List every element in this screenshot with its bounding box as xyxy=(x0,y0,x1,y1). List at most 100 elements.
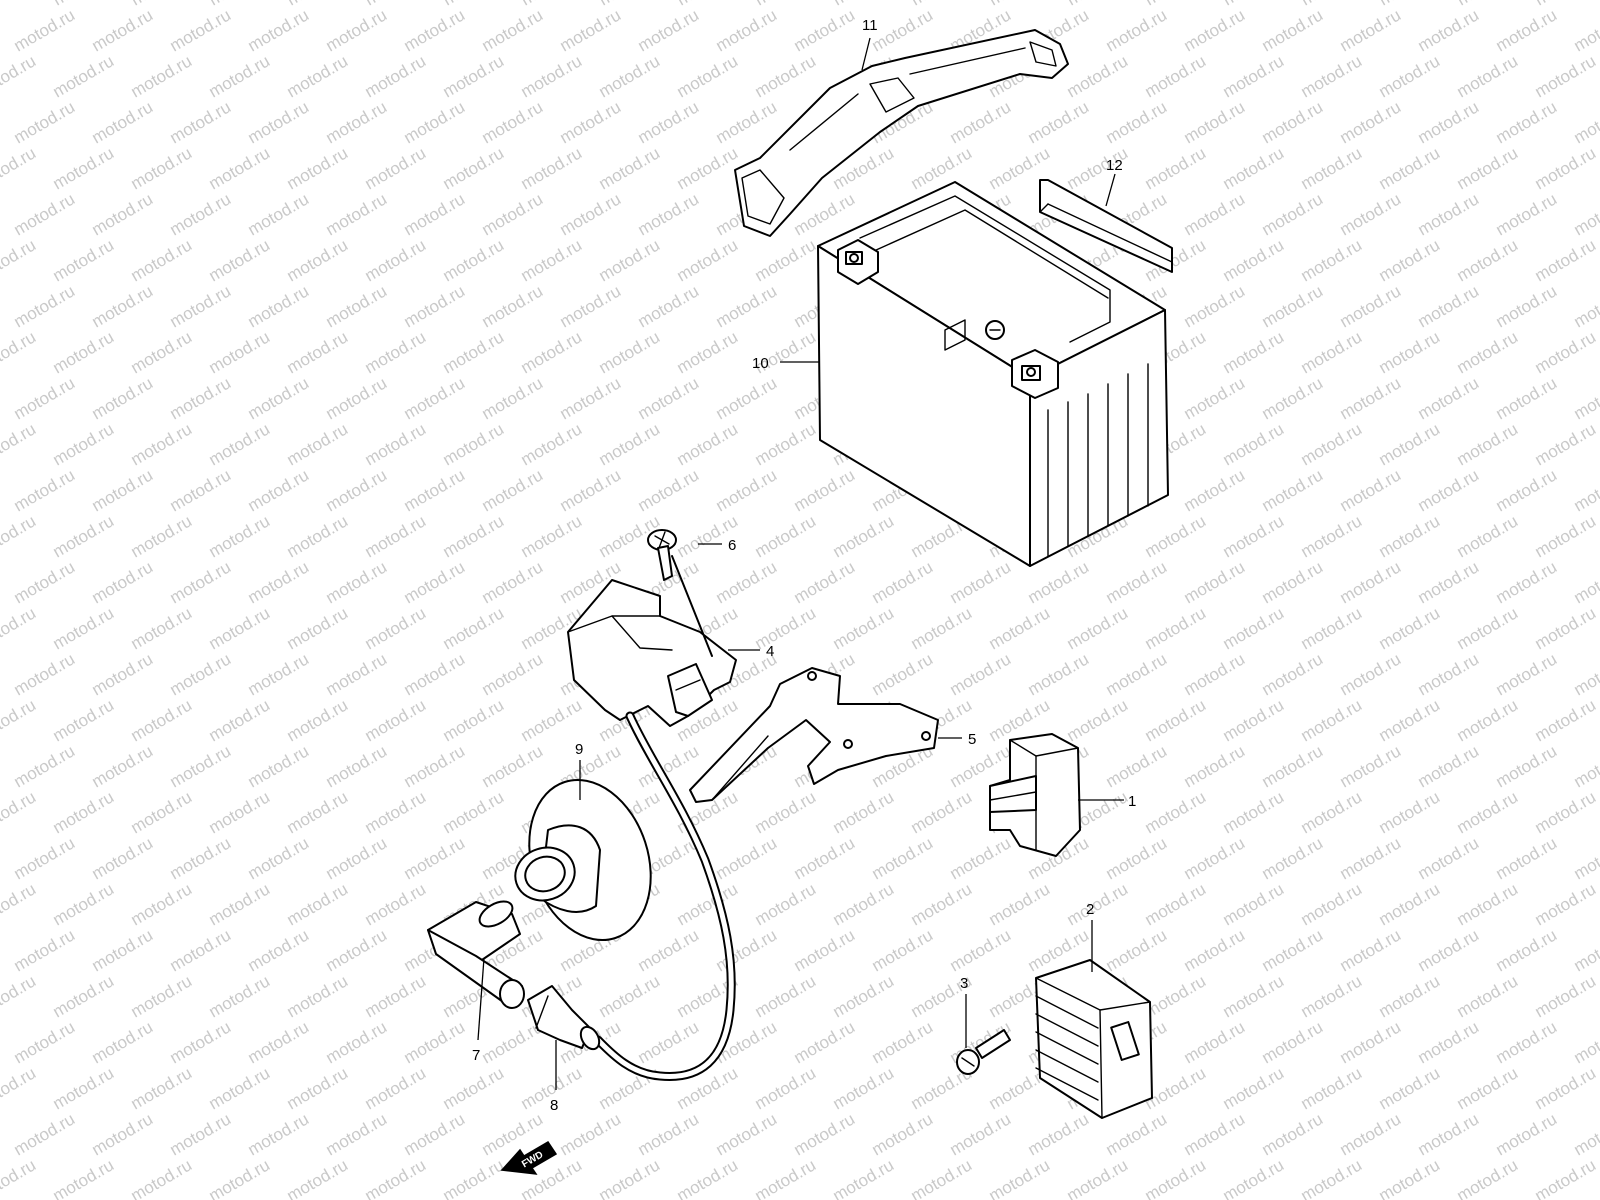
watermark-text: motod.ru xyxy=(89,97,157,147)
watermark-text: motod.ru xyxy=(284,235,352,285)
watermark-text: motod.ru xyxy=(50,787,118,837)
watermark-text: motod.ru xyxy=(1415,189,1483,239)
watermark-text: motod.ru xyxy=(1532,971,1600,1021)
watermark-text: motod.ru xyxy=(1454,787,1522,837)
watermark-text: motod.ru xyxy=(1493,557,1561,607)
watermark-text: motod.ru xyxy=(1220,879,1288,929)
watermark-text: motod.ru xyxy=(674,143,742,193)
watermark-text: motod.ru xyxy=(11,557,79,607)
watermark-text: motod.ru xyxy=(1376,787,1444,837)
watermark-text: motod.ru xyxy=(1142,0,1210,9)
watermark-text: motod.ru xyxy=(1064,51,1132,101)
watermark-text: motod.ru xyxy=(401,741,469,791)
watermark-text: motod.ru xyxy=(11,97,79,147)
watermark-text: motod.ru xyxy=(518,419,586,469)
watermark-text: motod.ru xyxy=(830,971,898,1021)
watermark-text: motod.ru xyxy=(1532,235,1600,285)
watermark-text: motod.ru xyxy=(518,695,586,745)
watermark-text: motod.ru xyxy=(1064,1155,1132,1200)
watermark-text: motod.ru xyxy=(440,787,508,837)
watermark-text: motod.ru xyxy=(1298,695,1366,745)
watermark-text: motod.ru xyxy=(401,373,469,423)
watermark-text: motod.ru xyxy=(1259,281,1327,331)
watermark-text: motod.ru xyxy=(908,603,976,653)
watermark-text: motod.ru xyxy=(1493,833,1561,883)
callout-12: 12 xyxy=(1106,157,1123,174)
watermark-text: motod.ru xyxy=(440,1155,508,1200)
watermark-text: motod.ru xyxy=(1376,971,1444,1021)
watermark-text: motod.ru xyxy=(284,419,352,469)
watermark-text: motod.ru xyxy=(245,649,313,699)
watermark-text: motod.ru xyxy=(1376,879,1444,929)
watermark-text: motod.ru xyxy=(323,925,391,975)
watermark-text: motod.ru xyxy=(1103,925,1171,975)
watermark-text: motod.ru xyxy=(986,603,1054,653)
watermark-text: motod.ru xyxy=(635,373,703,423)
watermark-text: motod.ru xyxy=(1103,833,1171,883)
watermark-text: motod.ru xyxy=(1454,1063,1522,1113)
watermark-text: motod.ru xyxy=(1415,97,1483,147)
watermark-text: motod.ru xyxy=(206,1155,274,1200)
watermark-text: motod.ru xyxy=(479,465,547,515)
watermark-text: motod.ru xyxy=(1454,971,1522,1021)
watermark-text: motod.ru xyxy=(1415,925,1483,975)
watermark-text: motod.ru xyxy=(0,1063,39,1113)
watermark-text: motod.ru xyxy=(947,649,1015,699)
watermark-text: motod.ru xyxy=(128,511,196,561)
watermark-text: motod.ru xyxy=(830,511,898,561)
watermark-text: motod.ru xyxy=(674,235,742,285)
watermark-text: motod.ru xyxy=(596,143,664,193)
watermark-text: motod.ru xyxy=(1415,833,1483,883)
watermark-text: motod.ru xyxy=(1142,143,1210,193)
watermark-text: motod.ru xyxy=(1298,879,1366,929)
watermark-text: motod.ru xyxy=(0,51,39,101)
watermark-text: motod.ru xyxy=(1532,511,1600,561)
watermark-text: motod.ru xyxy=(1103,1109,1171,1159)
watermark-text: motod.ru xyxy=(167,833,235,883)
watermark-text: motod.ru xyxy=(1259,189,1327,239)
watermark-text: motod.ru xyxy=(1454,603,1522,653)
watermark-text: motod.ru xyxy=(1181,465,1249,515)
battery-pad xyxy=(1039,179,1173,273)
watermark-text: motod.ru xyxy=(557,97,625,147)
watermark-text: motod.ru xyxy=(479,557,547,607)
watermark-text: motod.ru xyxy=(869,649,937,699)
watermark-text: motod.ru xyxy=(869,1017,937,1067)
watermark-text: motod.ru xyxy=(869,5,937,55)
watermark-text: motod.ru xyxy=(362,51,430,101)
watermark-text: motod.ru xyxy=(206,327,274,377)
watermark-text: motod.ru xyxy=(1571,557,1600,607)
watermark-text: motod.ru xyxy=(1493,1109,1561,1159)
watermark-text: motod.ru xyxy=(1298,327,1366,377)
watermark-text: motod.ru xyxy=(284,327,352,377)
watermark-text: motod.ru xyxy=(206,603,274,653)
forward-direction-arrow: FWD xyxy=(500,1140,558,1175)
ignition-coil xyxy=(567,555,737,1081)
watermark-text: motod.ru xyxy=(947,925,1015,975)
watermark-text: motod.ru xyxy=(1532,787,1600,837)
watermark-text: motod.ru xyxy=(479,97,547,147)
watermark-text: motod.ru xyxy=(1376,419,1444,469)
watermark-text: motod.ru xyxy=(869,557,937,607)
watermark-text: motod.ru xyxy=(1571,5,1600,55)
plug-cap-end xyxy=(527,985,601,1051)
watermark-text: motod.ru xyxy=(323,465,391,515)
watermark-text: motod.ru xyxy=(479,741,547,791)
watermark-text: motod.ru xyxy=(557,465,625,515)
watermark-text: motod.ru xyxy=(1532,603,1600,653)
callout-2: 2 xyxy=(1086,901,1094,918)
watermark-text: motod.ru xyxy=(245,557,313,607)
watermark-text: motod.ru xyxy=(752,787,820,837)
watermark-text: motod.ru xyxy=(752,235,820,285)
watermark-text: motod.ru xyxy=(1454,1155,1522,1200)
watermark-text: motod.ru xyxy=(830,0,898,9)
watermark-text: motod.ru xyxy=(1493,281,1561,331)
watermark-text: motod.ru xyxy=(440,419,508,469)
watermark-text: motod.ru xyxy=(11,649,79,699)
watermark-text: motod.ru xyxy=(1493,465,1561,515)
watermark-text: motod.ru xyxy=(362,511,430,561)
watermark-text: motod.ru xyxy=(635,1017,703,1067)
watermark-text: motod.ru xyxy=(50,511,118,561)
watermark-text: motod.ru xyxy=(791,557,859,607)
watermark-text: motod.ru xyxy=(986,0,1054,9)
